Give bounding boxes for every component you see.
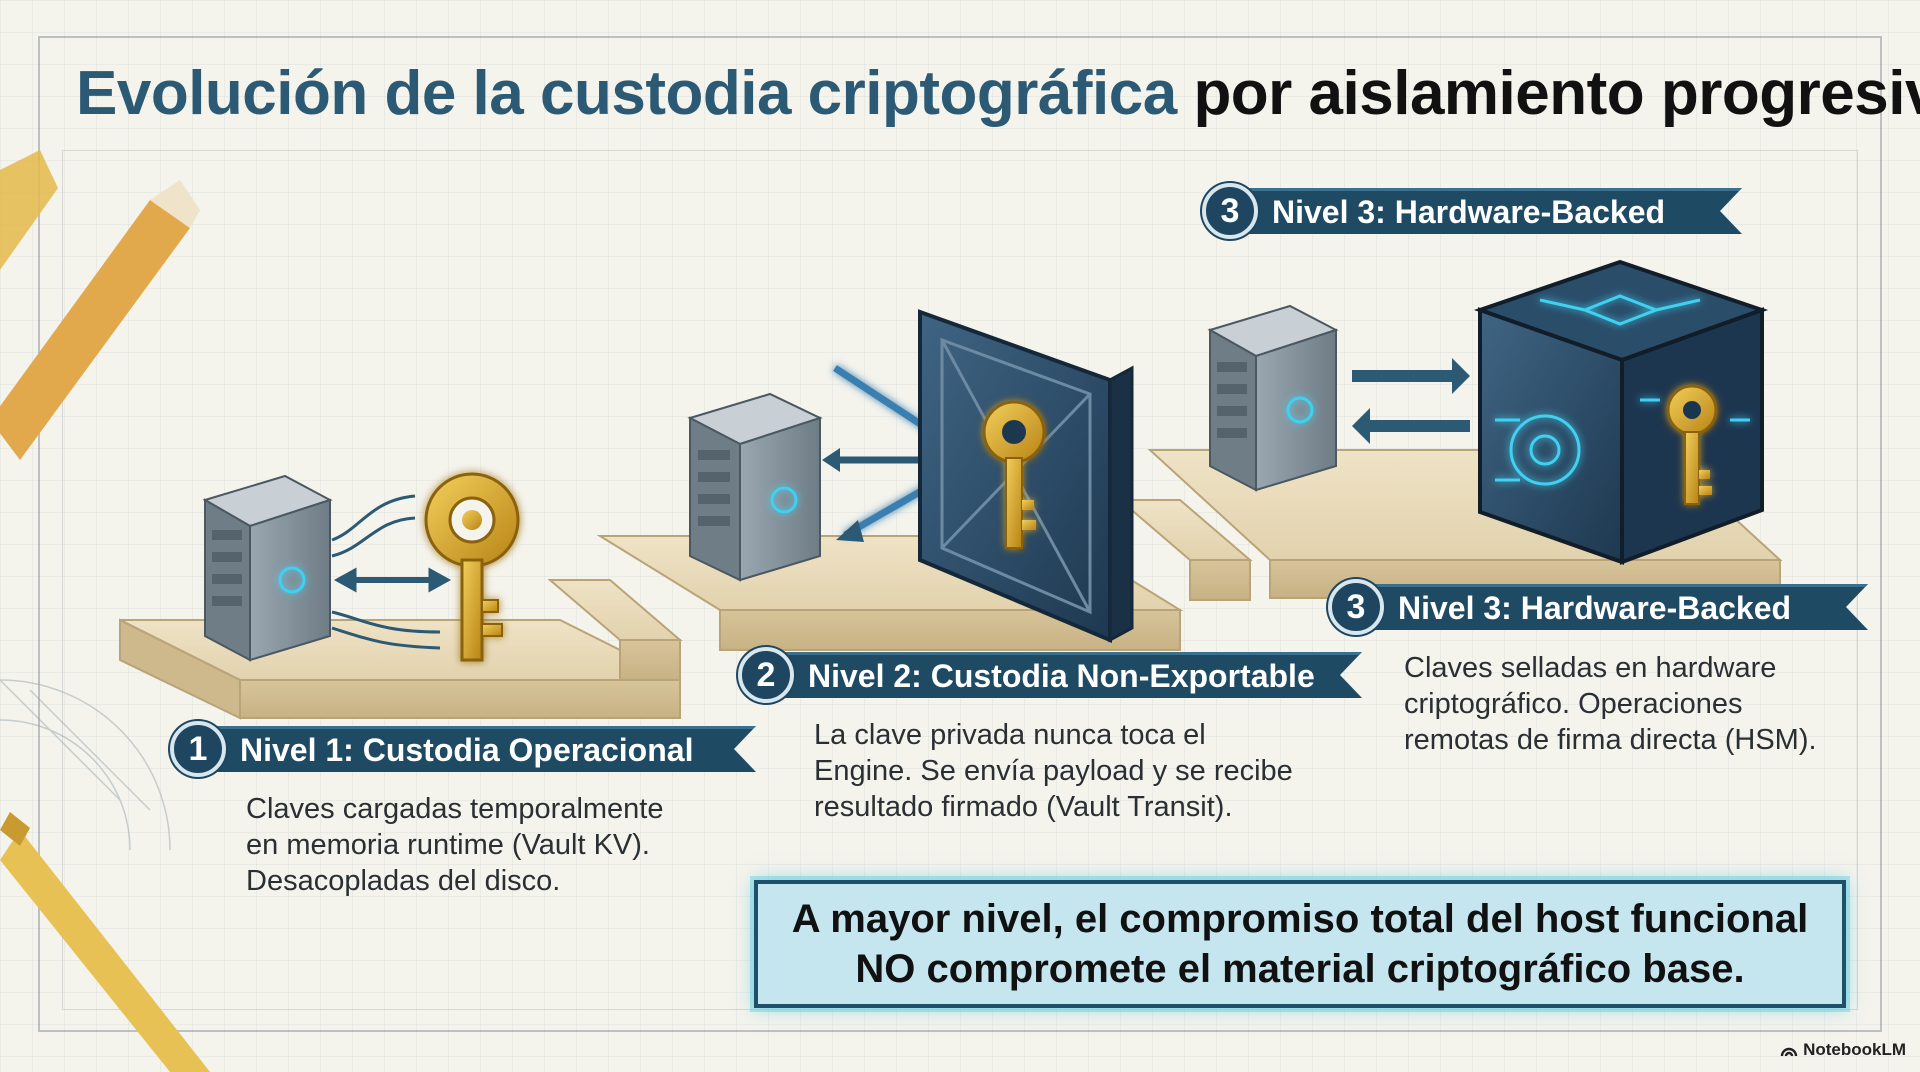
outer-frame [38, 36, 1882, 1032]
level-1-description: Claves cargadas temporalmente en memoria… [246, 791, 663, 899]
page-title: Evolución de la custodia criptográfica p… [76, 58, 1920, 129]
level-number-badge: 2 [738, 647, 794, 703]
gear-key-icon [424, 472, 520, 662]
level-label: Nivel 1: Custodia Operacional [210, 726, 756, 772]
vault-door-icon [918, 309, 1134, 644]
title-part-2: por aislamiento progresivo [1193, 59, 1920, 128]
level-label: Nivel 2: Custodia Non-Exportable [778, 652, 1362, 698]
brand-label: NotebookLM [1803, 1040, 1906, 1059]
inner-frame [62, 150, 1858, 1010]
hsm-cube-icon [1473, 259, 1769, 565]
level-label: Nivel 3: Hardware-Backed [1242, 188, 1742, 234]
arrow-icon [331, 494, 452, 650]
server-icon [687, 392, 823, 582]
conclusion-callout: A mayor nivel, el compromiso total del h… [754, 880, 1846, 1008]
brand-watermark: NotebookLM [1780, 1040, 1906, 1060]
description-line: Claves selladas en hardware [1404, 652, 1777, 684]
arrow-icon [1352, 358, 1470, 444]
level-number-badge: 3 [1328, 579, 1384, 635]
pencil-icon [0, 150, 210, 1072]
level-3-description: Claves selladas en hardware criptográfic… [1404, 650, 1817, 758]
callout-line-2: NO compromete el material criptográfico … [855, 947, 1745, 991]
description-line: en memoria runtime (Vault KV). [246, 829, 650, 861]
level-label: Nivel 3: Hardware-Backed [1368, 584, 1868, 630]
level-2-description: La clave privada nunca toca el Engine. S… [814, 717, 1293, 825]
description-line: La clave privada nunca toca el [814, 719, 1206, 751]
top-level-3-banner: 3 Nivel 3: Hardware-Backed [1202, 183, 1742, 239]
server-icon [202, 474, 333, 662]
description-line: Desacopladas del disco. [246, 865, 561, 897]
callout-line-1: A mayor nivel, el compromiso total del h… [791, 897, 1809, 941]
server-icon [1207, 304, 1339, 492]
notebooklm-logo-icon [1780, 1047, 1798, 1057]
description-line: resultado firmado (Vault Transit). [814, 791, 1233, 823]
level-number-badge: 3 [1202, 183, 1258, 239]
level-1-banner: 1 Nivel 1: Custodia Operacional [170, 721, 756, 777]
description-line: Engine. Se envía payload y se recibe [814, 755, 1293, 787]
level-number-badge: 1 [170, 721, 226, 777]
description-line: Claves cargadas temporalmente [246, 793, 664, 825]
description-line: remotas de firma directa (HSM). [1404, 724, 1817, 756]
level-3-banner: 3 Nivel 3: Hardware-Backed [1328, 579, 1868, 635]
title-part-1: Evolución de la custodia criptográfica [76, 59, 1177, 128]
level-2-banner: 2 Nivel 2: Custodia Non-Exportable [738, 647, 1362, 703]
protractor-sketch [0, 679, 171, 851]
description-line: criptográfico. Operaciones [1404, 688, 1743, 720]
